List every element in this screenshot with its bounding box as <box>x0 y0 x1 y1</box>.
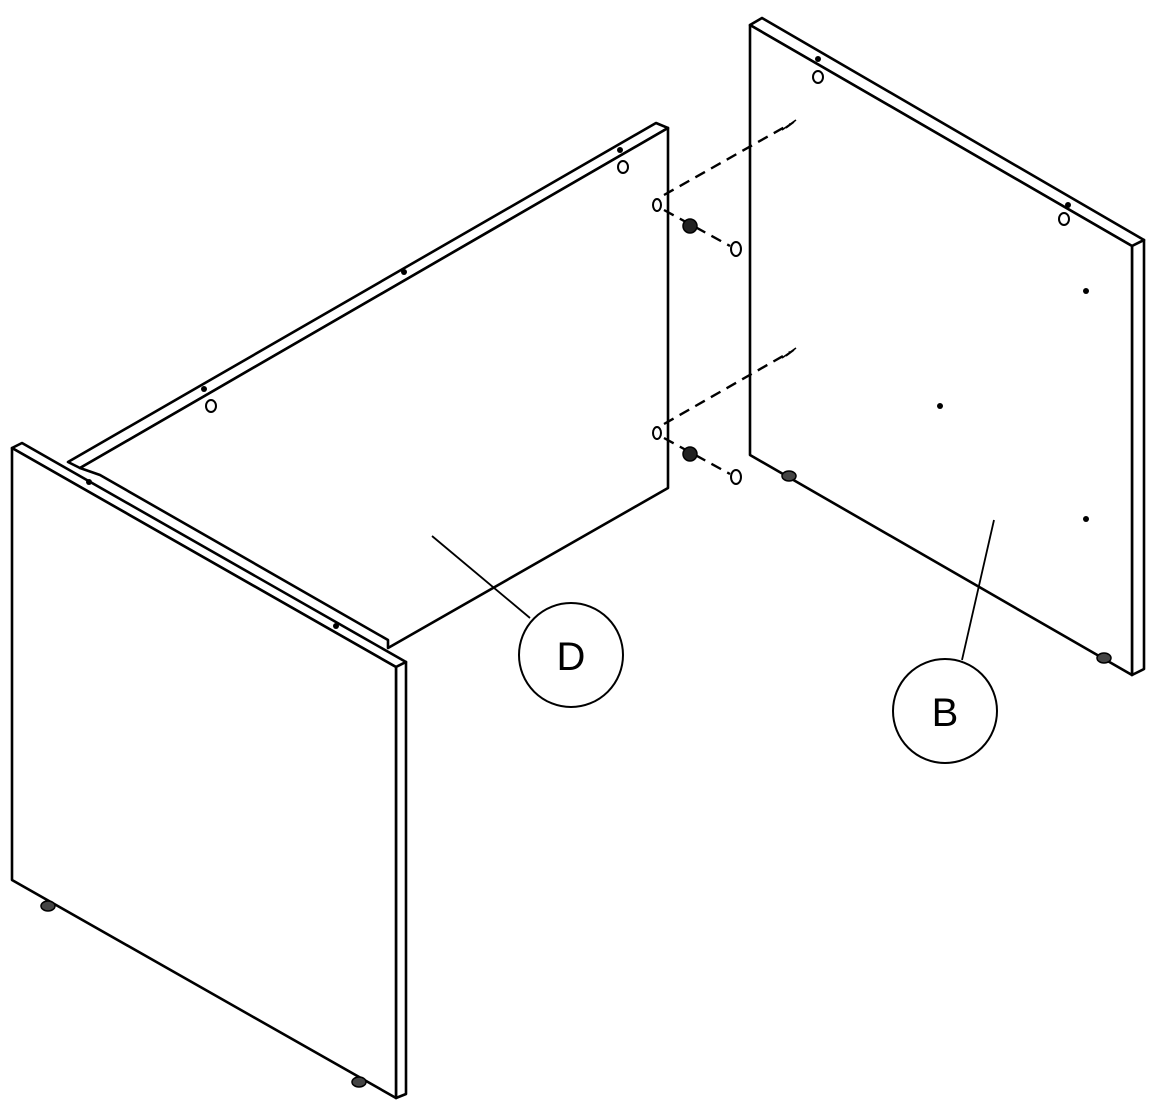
panel-d-side-hole <box>652 426 662 440</box>
panel-b-cam-hole <box>812 70 824 84</box>
hardware-upper <box>663 119 797 257</box>
assembly-guide-line <box>663 350 791 426</box>
screw-cap <box>730 469 742 485</box>
panel-d-cam-hole <box>205 399 217 413</box>
panel-b-face <box>748 23 1134 677</box>
callout-d-leader <box>431 535 531 619</box>
panel-left-foot <box>351 1076 367 1088</box>
panel-d-edge-hole <box>617 147 623 153</box>
panel-b <box>748 16 1146 677</box>
panel-b-foot <box>1096 652 1112 664</box>
callout-d-circle <box>518 602 624 708</box>
callout-b-label: B <box>932 691 959 735</box>
panel-left-foot <box>40 900 56 912</box>
panel-left-edge-hole <box>86 479 92 485</box>
panel-b-edge-hole <box>1065 202 1071 208</box>
panel-d-side-hole <box>652 198 662 212</box>
screw-cap <box>730 241 742 257</box>
panel-b-pilot-hole <box>1083 288 1089 294</box>
panel-d-edge-hole <box>401 269 407 275</box>
panel-d-face <box>78 126 670 650</box>
panel-b-pilot-hole <box>937 403 943 409</box>
assembly-guide-line <box>663 122 791 197</box>
panel-b-front-edge <box>1130 238 1146 677</box>
callout-d: D <box>431 535 624 708</box>
cam-bolt <box>781 347 797 359</box>
cam-bolt <box>781 119 797 131</box>
callout-b-leader <box>961 519 995 661</box>
callout-b-circle <box>892 658 998 764</box>
panel-left-face <box>10 446 398 1100</box>
panel-d-cam-hole <box>617 160 629 174</box>
panel-b-edge-hole <box>815 56 821 62</box>
panel-left-front-edge <box>394 660 408 1100</box>
panel-d-edge-hole <box>201 386 207 392</box>
panel-b-cam-hole <box>1058 212 1070 226</box>
dowel <box>682 218 698 234</box>
panel-left-edge-hole <box>333 623 339 629</box>
panel-b-foot <box>781 470 797 482</box>
panel-left <box>10 441 408 1100</box>
panel-d <box>66 121 670 650</box>
dowel <box>682 446 698 462</box>
callout-b: B <box>892 519 998 764</box>
callout-d-label: D <box>557 635 586 679</box>
panel-b-pilot-hole <box>1083 516 1089 522</box>
hardware-lower <box>663 347 797 485</box>
